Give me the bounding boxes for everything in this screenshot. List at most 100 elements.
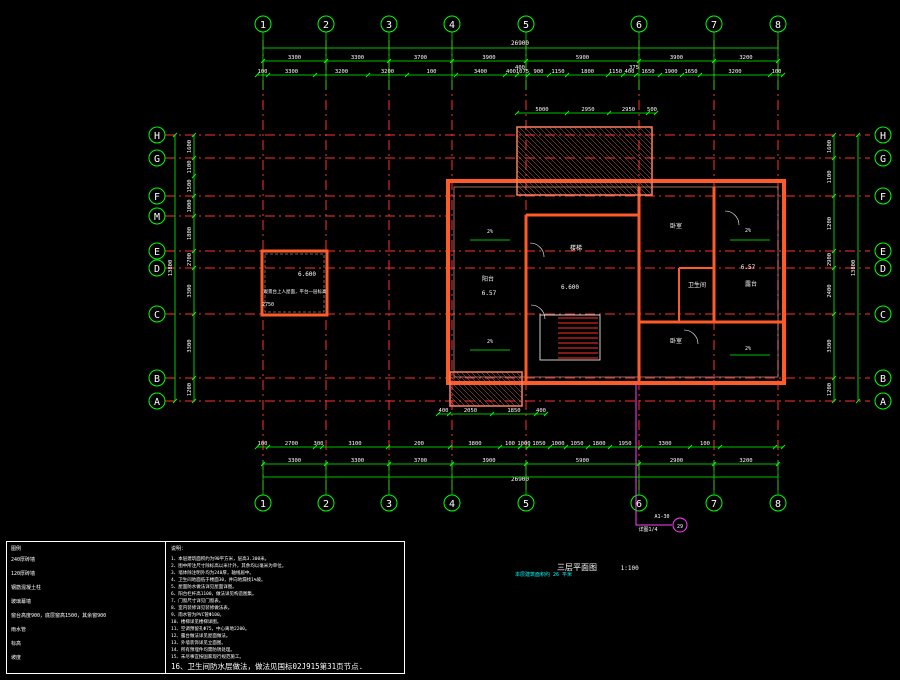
- terrace-top-hatch: [553, 126, 623, 196]
- note-line: 5、屋面防水做法详见屋面详图。: [171, 585, 237, 590]
- terrace-bottom-hatch: [475, 371, 511, 407]
- note-line: 13、外墙装饰详见立面图。: [171, 641, 226, 646]
- axis-label-row: E: [154, 247, 160, 258]
- dim-top-detail-text: 3200: [381, 69, 394, 75]
- axis-label-row: H: [880, 131, 886, 142]
- callout-bubble: [672, 517, 688, 533]
- terrace-top-hatch: [516, 179, 533, 196]
- terrace-top-hatch: [598, 126, 653, 181]
- note-line: 9、雨水管为PVC管Φ100。: [171, 613, 225, 618]
- dim-bottom-building-text: 400: [536, 408, 546, 414]
- dim-top-detail-text: 3400: [474, 69, 487, 75]
- dim-bottom-detail-tick: [772, 444, 778, 450]
- terrace-top-hatch: [623, 126, 653, 156]
- dim-bottom-span-tick: [523, 461, 529, 467]
- legend-item: 240厚砖墙: [11, 557, 36, 563]
- dim-bottom-detail-text: 3300: [658, 441, 671, 447]
- dim-top-total: 26900: [511, 40, 529, 47]
- note-line: 11、空调预留孔Φ75，中心离地2200。: [171, 627, 250, 632]
- dim-bottom-detail-text: 100: [258, 441, 268, 447]
- stair-outline: [539, 314, 601, 361]
- room-label-terrace: 露台: [745, 280, 757, 288]
- terrace-top-hatch: [573, 126, 643, 196]
- dim-left-span-text: 1200: [187, 383, 193, 396]
- dim-bottom-building-text: 1850: [507, 408, 520, 414]
- dim-bottom-detail-tick: [607, 444, 613, 450]
- legend-item: 玻璃幕墙: [11, 599, 32, 605]
- dim-top-detail-tick: [767, 72, 773, 78]
- dim-right-span-tick: [831, 311, 837, 317]
- level-pavilion: 6.600: [298, 271, 316, 278]
- dim-bottom-detail-text: 200: [414, 441, 424, 447]
- dim-bottom-detail-text: 2700: [285, 441, 298, 447]
- axis-bubble-row: [874, 392, 892, 410]
- axis-label-row: E: [880, 247, 886, 258]
- dim-right-span-tick: [831, 193, 837, 199]
- dim-top-detail2-tick: [606, 110, 612, 116]
- terrace-top-hatch: [516, 169, 543, 196]
- dim-bottom-detail-tick: [517, 444, 523, 450]
- dim-top-detail2-text: 2950: [581, 107, 594, 113]
- terrace-bottom-hatch: [480, 371, 516, 407]
- note-line: 6、阳台栏杆高1100，做法详见构造图集。: [171, 592, 257, 597]
- dim-bottom-detail-tick: [563, 444, 569, 450]
- dim-right-span-tick: [831, 375, 837, 381]
- axis-label-col: 8: [775, 20, 781, 31]
- axis-label-row: D: [154, 264, 160, 275]
- dim-top-detail-tick: [365, 72, 371, 78]
- dim-bottom-span-tick: [449, 461, 455, 467]
- drawing-title-block: 三层平面图 1:100: [557, 555, 639, 574]
- terrace-bottom-hatch: [449, 380, 476, 407]
- legend-item: 120厚砖墙: [11, 571, 36, 577]
- terrace-top-hatch: [518, 126, 588, 196]
- dim-right-span-text: 2900: [827, 253, 833, 266]
- terrace-bottom-hatch: [510, 371, 523, 384]
- dim-top-detail-tick: [605, 72, 611, 78]
- legend-item: 钢筋混凝土柱: [11, 585, 42, 591]
- dim-left-total-text: 13800: [168, 260, 174, 277]
- dim-top-detail-text: 400: [625, 69, 635, 75]
- dim-bottom-span-text: 3300: [351, 458, 364, 464]
- legend-item: 坡度: [11, 655, 22, 661]
- dim-bottom-detail-text: 300: [314, 441, 324, 447]
- terrace-top-hatch: [516, 189, 523, 196]
- terrace-top-hatch: [543, 126, 613, 196]
- dim-right-span-text: 1200: [827, 217, 833, 230]
- terrace-top-hatch: [633, 126, 653, 146]
- dim-left-span-text: 3300: [187, 284, 193, 297]
- axis-label-col: 6: [636, 499, 642, 510]
- dim-top-detail-text: 1150: [551, 69, 564, 75]
- axis-label-col: 2: [323, 20, 329, 31]
- dim-bottom-span-tick: [636, 461, 642, 467]
- dim-left-span-tick: [191, 311, 197, 317]
- dim-left-total-tick: [172, 132, 178, 138]
- pavilion-inner: [264, 253, 325, 313]
- axis-label-col: 5: [523, 499, 529, 510]
- dim-top-extra-text: 400: [515, 65, 525, 71]
- axis-label-col: 5: [523, 20, 529, 31]
- dim-top-detail2-tick: [653, 110, 659, 116]
- note-line: 14、所有预埋件均需防锈处理。: [171, 648, 235, 653]
- terrace-top-hatch: [516, 159, 553, 196]
- terrace-top-hatch: [533, 126, 603, 196]
- dim-top-detail-text: 3200: [728, 69, 741, 75]
- legend-divider: [165, 542, 166, 673]
- terrace-top-hatch: [523, 126, 593, 196]
- dim-top-span-text: 3200: [739, 55, 752, 61]
- dim-left-span-tick: [191, 265, 197, 271]
- dim-bottom-detail-tick: [497, 444, 503, 450]
- dim-top-detail2-text: 5000: [535, 107, 548, 113]
- room-label-stair: 楼梯: [570, 244, 582, 252]
- dim-bottom-building-text: 400: [439, 408, 449, 414]
- terrace-bottom-hatch: [449, 400, 456, 407]
- axis-label-col: 6: [636, 20, 642, 31]
- pavilion-wall: [260, 249, 329, 317]
- axis-label-col: 7: [711, 499, 717, 510]
- dim-bottom-detail-tick: [254, 444, 260, 450]
- note-line: 12、露台做法详见屋面做法。: [171, 634, 231, 639]
- outer-wall: [446, 179, 786, 385]
- dim-right-span-tick: [831, 155, 837, 161]
- axis-bubble-row: [148, 126, 166, 144]
- dim-bottom-detail-text: 1950: [618, 441, 631, 447]
